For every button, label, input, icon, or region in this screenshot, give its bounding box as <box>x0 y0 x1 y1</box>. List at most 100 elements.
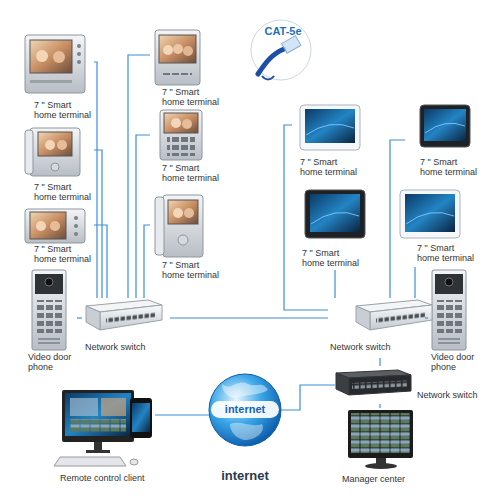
device-label: 7 " Smart home terminal <box>162 87 222 107</box>
rack-switch <box>336 370 411 395</box>
cable-line <box>128 55 150 298</box>
indoor-monitor <box>155 195 203 257</box>
switch-ports <box>376 312 426 323</box>
device-label: 7 " Smart home terminal <box>34 182 94 202</box>
device-label: Manager center <box>342 474 438 484</box>
touch-panel <box>420 105 470 147</box>
switch-side <box>356 306 370 330</box>
cable-line <box>144 225 150 298</box>
camera-lens <box>445 278 453 286</box>
speaker-slot <box>38 342 60 344</box>
speaker-slot <box>438 338 460 340</box>
device-label: internet <box>209 403 281 415</box>
door-phone-node: Video door phone <box>428 268 480 370</box>
screen-swoosh <box>406 212 454 224</box>
switch-front <box>349 375 411 395</box>
internet-globe <box>209 374 281 446</box>
terminal-node: 7 " Smart home terminal <box>405 100 480 180</box>
switch-node: Network switch <box>328 298 425 358</box>
camera-lens <box>45 278 53 286</box>
button <box>77 44 81 48</box>
panel-screen <box>310 194 360 232</box>
cable-line <box>414 267 415 298</box>
monitor-body <box>155 30 200 85</box>
switch-front <box>100 305 162 330</box>
monitor-screen <box>38 132 72 156</box>
cable-line <box>94 150 102 298</box>
monitor-body <box>25 209 85 243</box>
screen-swoosh <box>425 123 465 133</box>
monitor-base <box>365 463 397 469</box>
cable-line <box>284 125 328 310</box>
face <box>57 140 67 150</box>
panel-screen <box>305 109 355 143</box>
indoor-monitor <box>160 110 202 160</box>
mouse <box>130 459 138 465</box>
handset <box>155 197 164 255</box>
device-label: Network switch <box>85 342 165 352</box>
terminal-node: 7 " Smart home terminal <box>150 108 215 188</box>
client-node: Remote control client <box>55 385 155 487</box>
video-window <box>70 419 126 432</box>
keyboard <box>54 457 126 466</box>
panel-body <box>300 105 360 150</box>
panel-screen <box>424 109 466 141</box>
badge-label: CAT-5e <box>258 25 308 37</box>
terminal-node: 7 " Smart home terminal <box>292 100 364 180</box>
video-window <box>70 398 98 416</box>
face <box>173 208 183 218</box>
face <box>163 45 173 55</box>
pc-monitor <box>62 390 134 442</box>
terminal-node: 7 " Smart home terminal <box>297 185 369 270</box>
face <box>36 221 46 231</box>
cable-line <box>94 62 97 298</box>
button <box>74 232 78 236</box>
switch-side <box>336 373 349 395</box>
pc-stand <box>94 442 102 450</box>
panel-body <box>400 190 460 238</box>
video-window <box>101 398 126 416</box>
manager-node: Manager center <box>340 408 440 488</box>
cable-badge-node: CAT-5e <box>246 18 316 82</box>
cable-wire <box>262 76 274 79</box>
cable-line <box>77 317 82 318</box>
face <box>171 118 181 128</box>
screen-swoosh <box>311 212 359 224</box>
face <box>184 208 194 218</box>
cable-line <box>94 225 107 298</box>
speaker-slot <box>30 80 72 83</box>
camera-panel <box>35 274 63 294</box>
monitor-body <box>163 195 203 257</box>
cable-line <box>379 404 380 408</box>
monitor-screen <box>168 200 198 224</box>
device-label: Network switch <box>417 390 493 400</box>
switch-node: Network switch <box>82 298 170 358</box>
device-label: 7 " Smart home terminal <box>162 260 222 280</box>
terminal-node: 7 " Smart home terminal <box>150 192 215 282</box>
switch-box <box>356 300 432 330</box>
keypad <box>167 137 195 156</box>
monitor-screen <box>164 113 198 133</box>
button-row <box>162 70 192 75</box>
switch-side <box>86 306 100 330</box>
button <box>178 235 188 245</box>
device-label: internet <box>209 469 281 484</box>
indoor-monitor <box>25 35 85 93</box>
door-station <box>432 270 466 350</box>
cable-line <box>136 135 150 298</box>
monitor-body <box>25 35 85 93</box>
camera-panel <box>435 274 463 294</box>
cable-line <box>170 317 328 318</box>
terminal-node: 7 " Smart home terminal <box>22 33 94 123</box>
cable-line <box>390 140 405 298</box>
smartphone <box>130 398 152 438</box>
monitor-screen <box>30 212 66 239</box>
cable-line <box>281 385 335 410</box>
button <box>77 60 81 64</box>
keypad <box>437 300 462 333</box>
touch-panel <box>400 190 460 238</box>
button <box>51 163 59 171</box>
face <box>45 140 55 150</box>
door-phone-node: Video door phone <box>25 268 77 370</box>
monitor-body <box>160 110 202 160</box>
